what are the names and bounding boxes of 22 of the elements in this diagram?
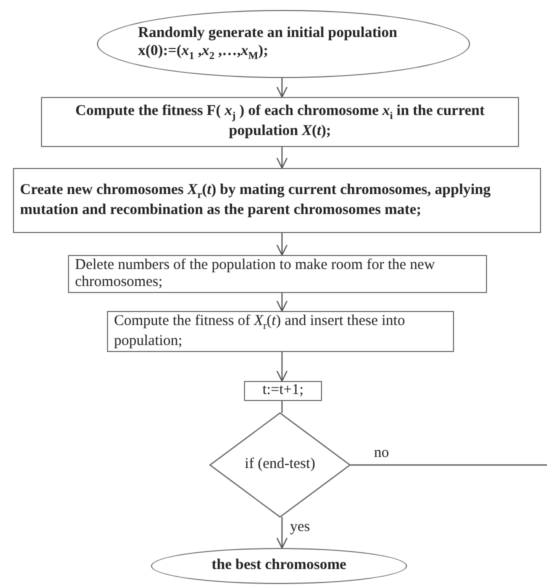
process-box: [68, 255, 487, 293]
arrow: [276, 517, 288, 549]
arrow: [276, 78, 288, 98]
node-text: Compute the fitness F( x$_{j}$ ) of each chromosome x$_{i}$ in the current population X(t);: [74, 103, 486, 141]
node-text: Delete numbers of the population to make room for the new chromosomes;: [75, 256, 436, 292]
process-box: [13, 168, 541, 233]
process-box: [41, 97, 519, 147]
decision-diamond: [210, 413, 350, 517]
process-box: [107, 311, 454, 352]
node-text: Create new chromosomes X$_{r}$(t) by mating current chromosomes, applying mutation and recombination as the parent chromosomes mate;: [20, 182, 492, 220]
process-box: [244, 381, 322, 401]
node-text: t:=t+1;: [262, 382, 304, 400]
connector-line: [350, 464, 547, 466]
arrow: [276, 233, 288, 256]
arrow: [276, 352, 288, 382]
arrow: [276, 293, 288, 312]
node-text: Compute the fitness of X$_{r}$(t) and insert these into population;: [114, 312, 406, 350]
arrow: [276, 147, 288, 169]
node-text: Randomly generate an initial population x(0):=(x$_{1}$ ,x$_{2}$ ,…,x$_{M}$);: [138, 25, 398, 63]
connector-line: [281, 401, 283, 413]
node-text: if (end-test): [244, 456, 316, 474]
node-text: the best chromosome: [212, 557, 346, 575]
